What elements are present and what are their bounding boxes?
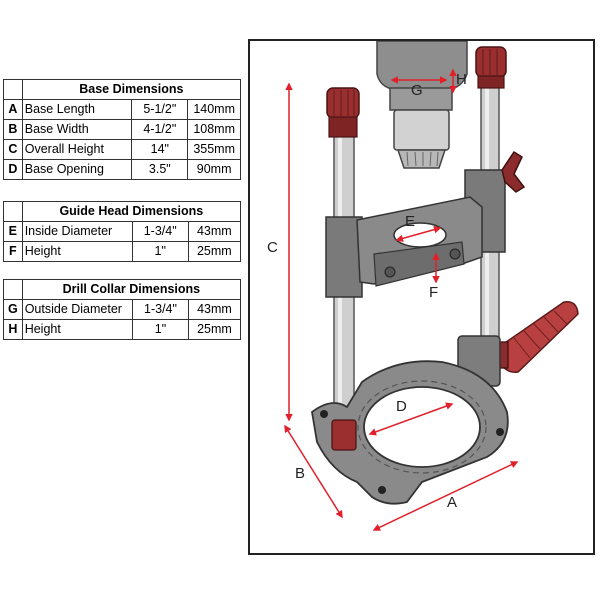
row-mm: 25mm	[187, 241, 242, 262]
dimension-arrows	[284, 68, 519, 531]
drill-collar-dimensions-table: Drill Collar Dimensions G Outside Diamet…	[3, 279, 242, 340]
row-inch: 1"	[132, 319, 189, 340]
row-mm: 355mm	[187, 139, 241, 160]
arrow-a	[372, 461, 519, 531]
row-mm: 140mm	[187, 99, 241, 120]
row-inch: 3.5"	[131, 159, 189, 180]
arrow-e	[395, 226, 442, 242]
table-row: A Base Length 5-1/2" 140mm	[3, 99, 241, 120]
table-title: Guide Head Dimensions	[21, 201, 242, 222]
label-c: C	[267, 239, 278, 256]
row-letter: C	[3, 139, 23, 160]
table-title: Base Dimensions	[21, 79, 242, 100]
row-letter: G	[3, 299, 23, 320]
corner-cell	[3, 201, 23, 222]
table-header-row: Base Dimensions	[3, 79, 242, 100]
row-label: Height	[21, 319, 134, 340]
label-b: B	[295, 465, 305, 482]
row-letter: B	[3, 119, 23, 140]
row-mm: 43mm	[187, 299, 242, 320]
row-label: Base Length	[21, 99, 133, 120]
row-inch: 14"	[131, 139, 189, 160]
row-inch: 1"	[131, 241, 189, 262]
table-row: G Outside Diameter 1-3/4" 43mm	[3, 299, 242, 320]
row-inch: 4-1/2"	[131, 119, 189, 140]
corner-cell	[3, 279, 23, 300]
label-f: F	[429, 284, 438, 301]
row-label: Base Width	[21, 119, 133, 140]
row-label: Base Opening	[21, 159, 133, 180]
label-g: G	[411, 82, 423, 99]
arrow-d	[368, 402, 454, 436]
corner-cell	[3, 79, 23, 100]
label-a: A	[447, 494, 457, 511]
drill-stand-illustration: C B A D E F G H	[267, 41, 579, 531]
table-title: Drill Collar Dimensions	[21, 279, 242, 300]
base-dimensions-table: Base Dimensions A Base Length 5-1/2" 140…	[3, 79, 242, 180]
drill-chuck	[393, 109, 450, 169]
row-mm: 25mm	[187, 319, 242, 340]
table-row: B Base Width 4-1/2" 108mm	[3, 119, 241, 140]
row-letter: A	[3, 99, 23, 120]
row-letter: D	[3, 159, 23, 180]
label-e: E	[405, 213, 415, 230]
table-row: C Overall Height 14" 355mm	[3, 139, 241, 160]
row-label: Inside Diameter	[21, 221, 133, 242]
left-rod-knob	[326, 87, 360, 138]
row-mm: 43mm	[187, 221, 242, 242]
row-mm: 90mm	[187, 159, 241, 180]
label-d: D	[396, 398, 407, 415]
arrow-b	[284, 424, 343, 519]
drill-stand-diagram: C B A D E F G H	[248, 39, 595, 555]
row-mm: 108mm	[187, 119, 241, 140]
row-letter: F	[3, 241, 23, 262]
row-label: Overall Height	[21, 139, 133, 160]
row-letter: E	[3, 221, 23, 242]
table-header-row: Guide Head Dimensions	[3, 201, 242, 222]
table-row: H Height 1" 25mm	[3, 319, 242, 340]
table-row: D Base Opening 3.5" 90mm	[3, 159, 241, 180]
label-h: H	[456, 71, 467, 88]
row-inch: 5-1/2"	[131, 99, 189, 120]
guide-head-dimensions-table: Guide Head Dimensions E Inside Diameter …	[3, 201, 242, 262]
table-row: E Inside Diameter 1-3/4" 43mm	[3, 221, 242, 242]
table-row: F Height 1" 25mm	[3, 241, 242, 262]
row-letter: H	[3, 319, 23, 340]
row-label: Outside Diameter	[21, 299, 134, 320]
row-label: Height	[21, 241, 133, 262]
row-inch: 1-3/4"	[131, 221, 189, 242]
row-inch: 1-3/4"	[132, 299, 189, 320]
right-rod-knob	[475, 46, 507, 89]
table-header-row: Drill Collar Dimensions	[3, 279, 242, 300]
